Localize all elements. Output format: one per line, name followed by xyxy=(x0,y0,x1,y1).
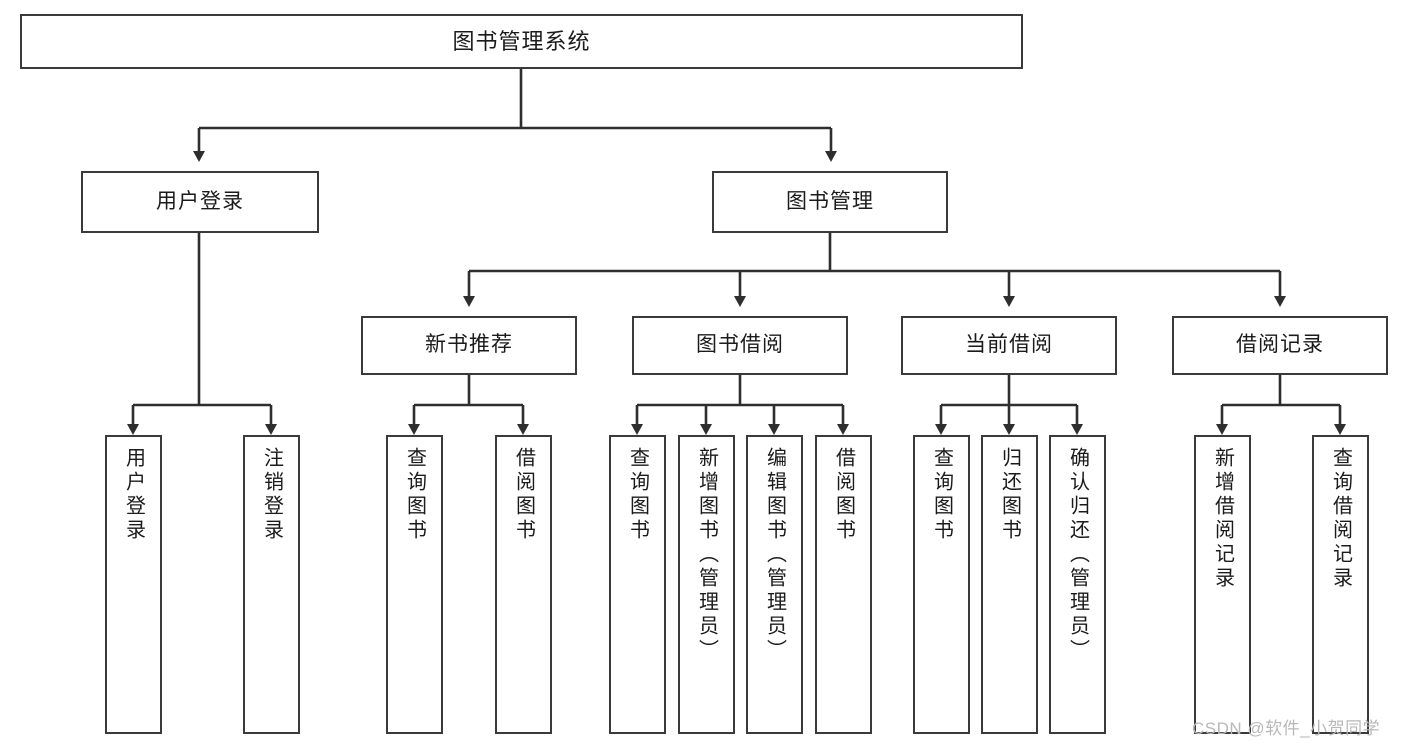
leaf-logout-login[interactable]: 注销登录 xyxy=(243,435,300,734)
leaf-user-login[interactable]: 用户登录 xyxy=(105,435,162,734)
leaf-label: 新增借阅记录 xyxy=(1211,447,1234,591)
node-user-login[interactable]: 用户登录 xyxy=(81,171,319,233)
leaf-add-book-admin[interactable]: 新增图书（管理员） xyxy=(678,435,735,734)
leaf-label: 借阅图书 xyxy=(832,447,855,543)
leaf-label: 注销登录 xyxy=(260,447,283,543)
leaf-borrow-book-recommend[interactable]: 借阅图书 xyxy=(495,435,552,734)
node-label: 图书管理系统 xyxy=(452,28,591,54)
node-label: 新书推荐 xyxy=(425,333,513,357)
node-label: 当前借阅 xyxy=(965,333,1053,357)
leaf-borrow-book[interactable]: 借阅图书 xyxy=(815,435,872,734)
leaf-label: 借阅图书 xyxy=(512,447,535,543)
leaf-add-borrow-record[interactable]: 新增借阅记录 xyxy=(1194,435,1251,734)
leaf-edit-book-admin[interactable]: 编辑图书（管理员） xyxy=(746,435,803,734)
node-label: 图书管理 xyxy=(786,189,874,213)
leaf-label: 查询图书 xyxy=(626,447,649,543)
node-label: 用户登录 xyxy=(156,189,244,213)
csdn-watermark: CSDN @软件_小贺同学 xyxy=(1192,719,1381,738)
node-label: 借阅记录 xyxy=(1236,333,1324,357)
node-book-borrow[interactable]: 图书借阅 xyxy=(632,316,848,375)
leaf-query-book-borrow[interactable]: 查询图书 xyxy=(609,435,666,734)
leaf-label: 新增图书（管理员） xyxy=(695,447,718,663)
node-borrow-record[interactable]: 借阅记录 xyxy=(1172,316,1388,375)
leaf-query-book-recommend[interactable]: 查询图书 xyxy=(386,435,443,734)
node-root-system[interactable]: 图书管理系统 xyxy=(20,14,1023,69)
leaf-query-book-current[interactable]: 查询图书 xyxy=(913,435,970,734)
leaf-label: 确认归还（管理员） xyxy=(1066,447,1089,663)
leaf-query-borrow-record[interactable]: 查询借阅记录 xyxy=(1312,435,1369,734)
leaf-label: 归还图书 xyxy=(998,447,1021,543)
node-book-management[interactable]: 图书管理 xyxy=(712,171,948,233)
leaf-label: 查询图书 xyxy=(930,447,953,543)
node-current-borrow[interactable]: 当前借阅 xyxy=(901,316,1117,375)
leaf-confirm-return-admin[interactable]: 确认归还（管理员） xyxy=(1049,435,1106,734)
leaf-label: 用户登录 xyxy=(122,447,145,543)
leaf-label: 查询图书 xyxy=(403,447,426,543)
node-new-book-recommend[interactable]: 新书推荐 xyxy=(361,316,577,375)
leaf-return-book[interactable]: 归还图书 xyxy=(981,435,1038,734)
node-label: 图书借阅 xyxy=(696,333,784,357)
leaf-label: 查询借阅记录 xyxy=(1329,447,1352,591)
leaf-label: 编辑图书（管理员） xyxy=(763,447,786,663)
